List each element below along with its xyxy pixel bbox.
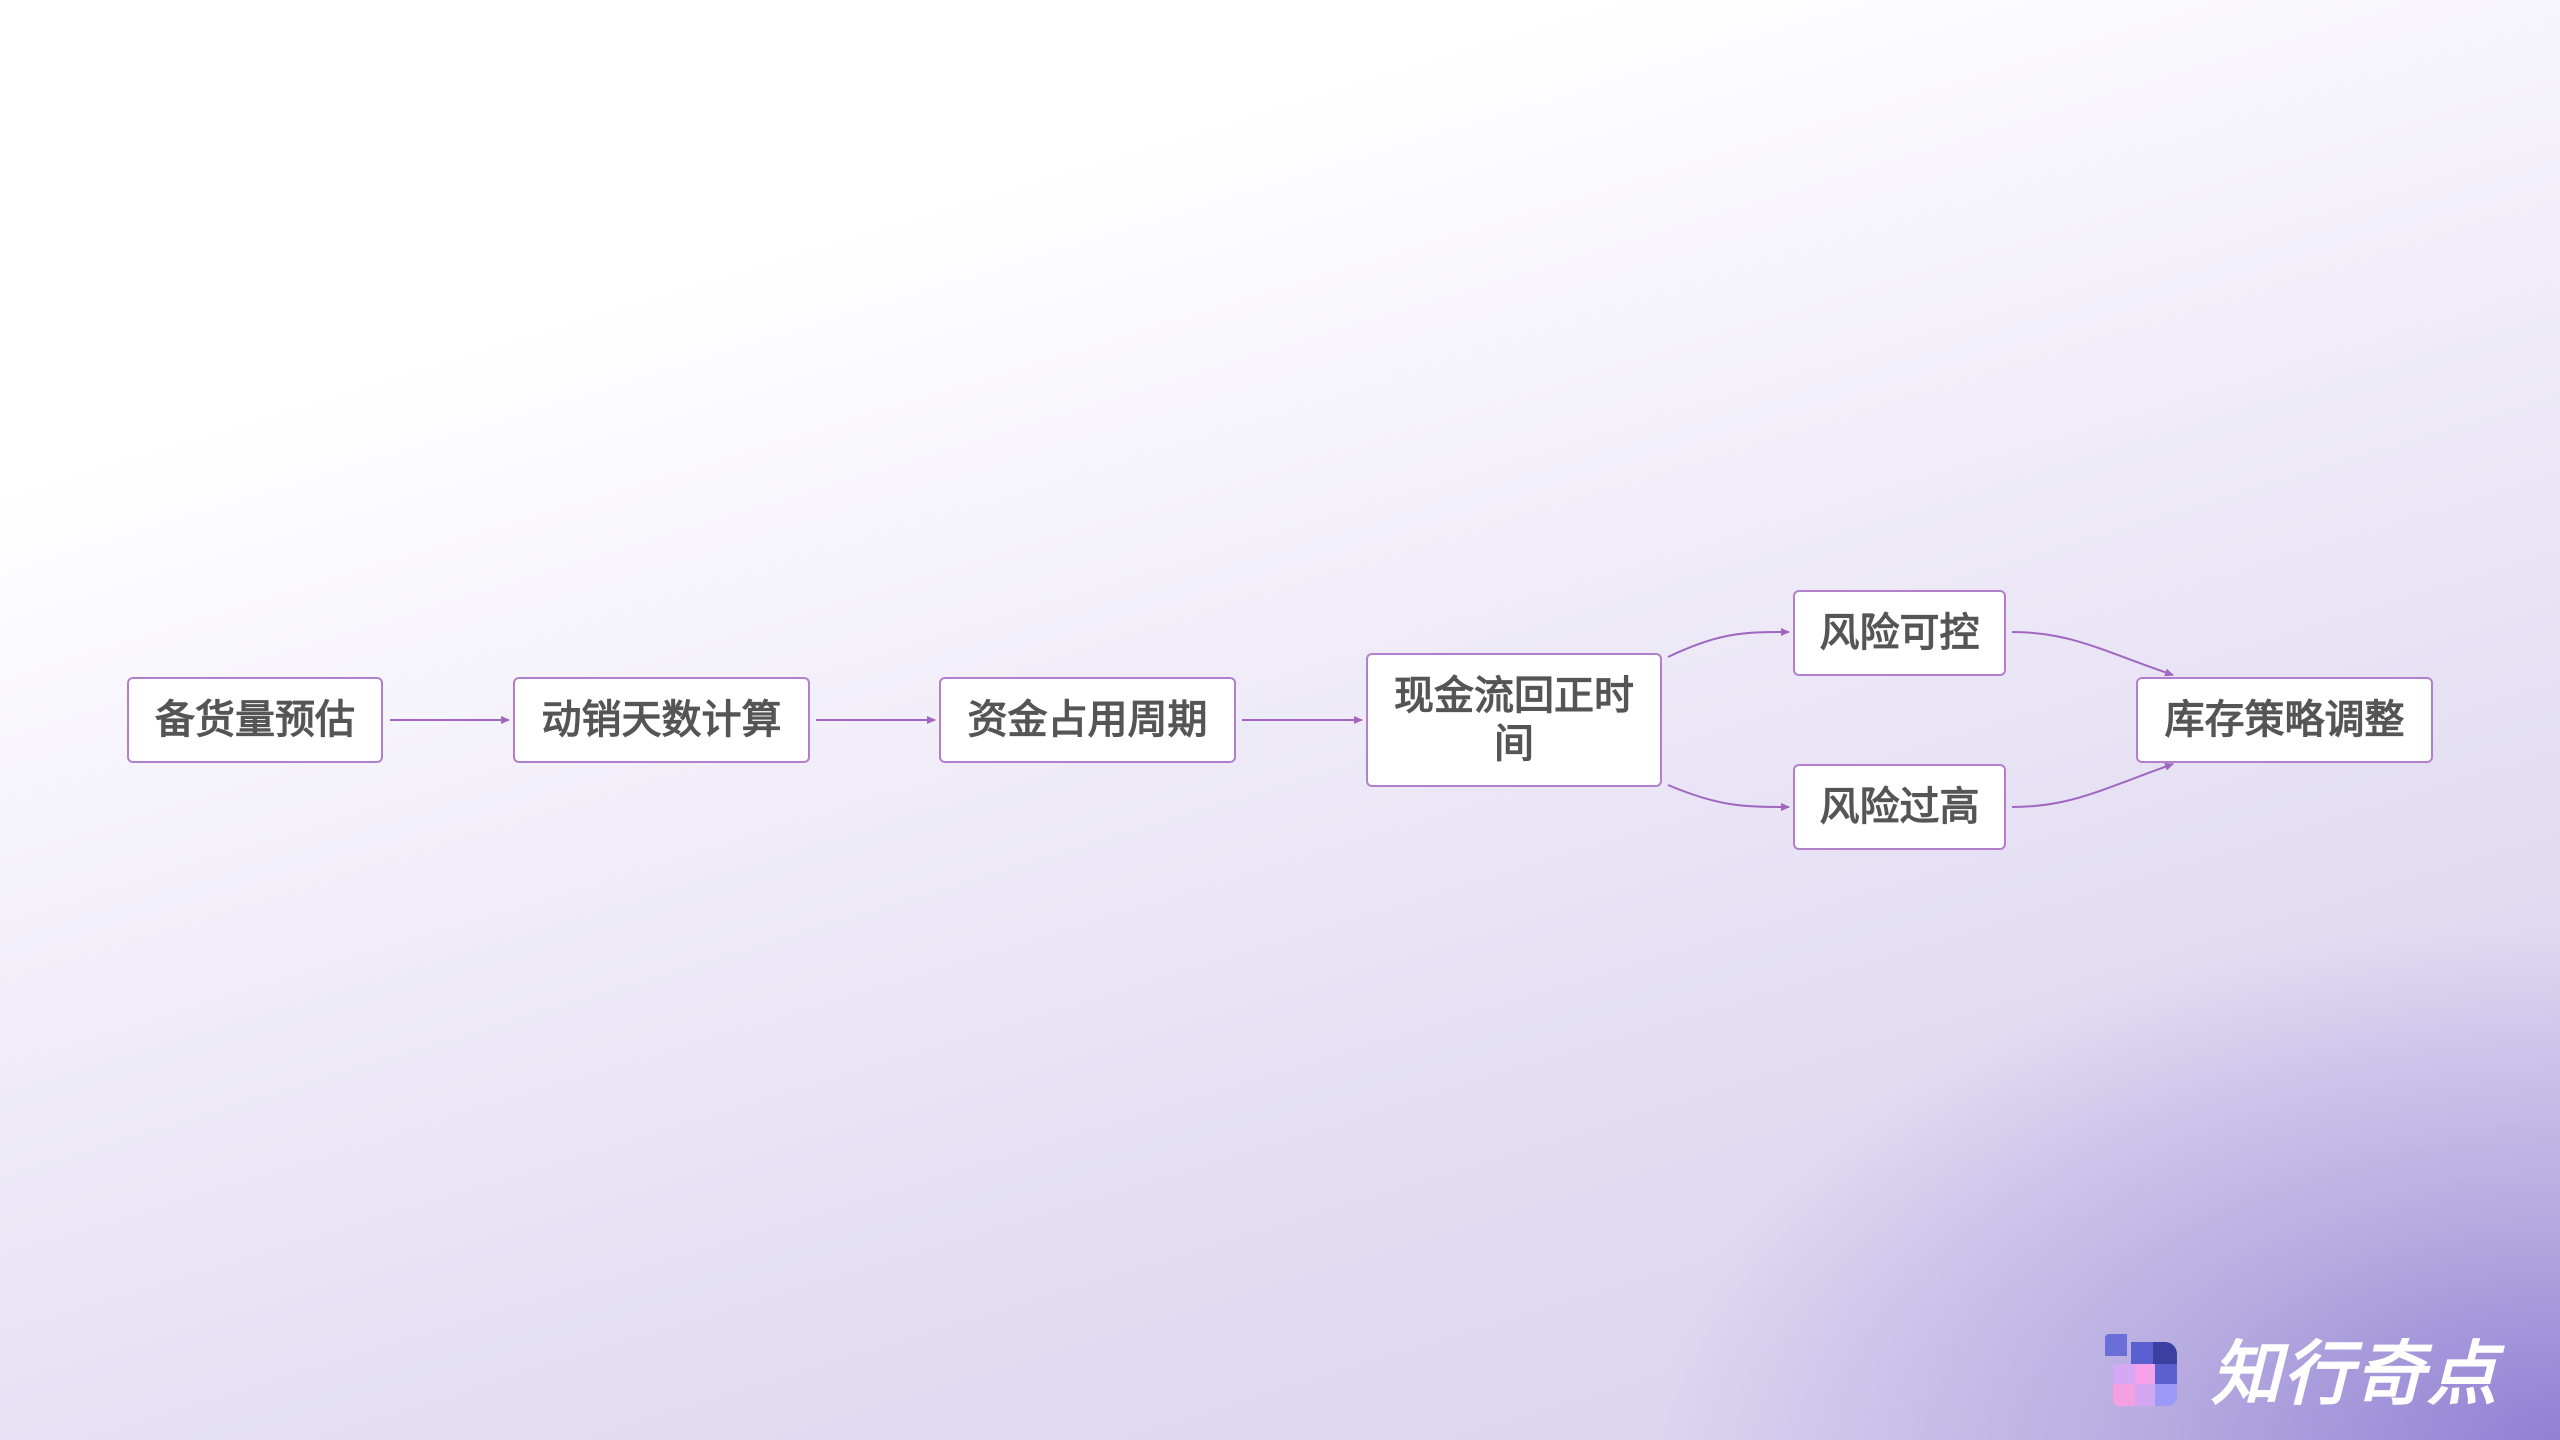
- pixel-grid-logo-icon: [2105, 1333, 2177, 1406]
- node-risk-high: 风险过高: [1793, 764, 2006, 850]
- edge-n4-n6: [1667, 784, 1790, 811]
- node-label: 资金占用周期: [967, 697, 1208, 743]
- node-label: 动销天数计算: [541, 697, 782, 743]
- node-cashflow-positive-time: 现金流回正时间: [1366, 653, 1662, 787]
- brand-logo: 知行奇点: [2105, 1318, 2499, 1419]
- edge-n5-n7: [2011, 631, 2174, 677]
- node-risk-controllable: 风险可控: [1793, 590, 2006, 676]
- node-label: 现金流回正时间: [1394, 673, 1634, 767]
- node-inventory-strategy: 库存策略调整: [2136, 677, 2433, 763]
- brand-name: 知行奇点: [2211, 1333, 2499, 1415]
- node-inventory-estimate: 备货量预估: [127, 677, 383, 763]
- node-label: 风险过高: [1819, 784, 1980, 830]
- node-capital-cycle: 资金占用周期: [939, 677, 1236, 763]
- node-sell-through-days: 动销天数计算: [513, 677, 810, 763]
- node-label: 库存策略调整: [2164, 697, 2405, 743]
- edge-n4-n5: [1667, 628, 1790, 658]
- edge-n6-n7: [2011, 762, 2174, 808]
- node-label: 备货量预估: [155, 697, 355, 743]
- node-label: 风险可控: [1819, 610, 1980, 656]
